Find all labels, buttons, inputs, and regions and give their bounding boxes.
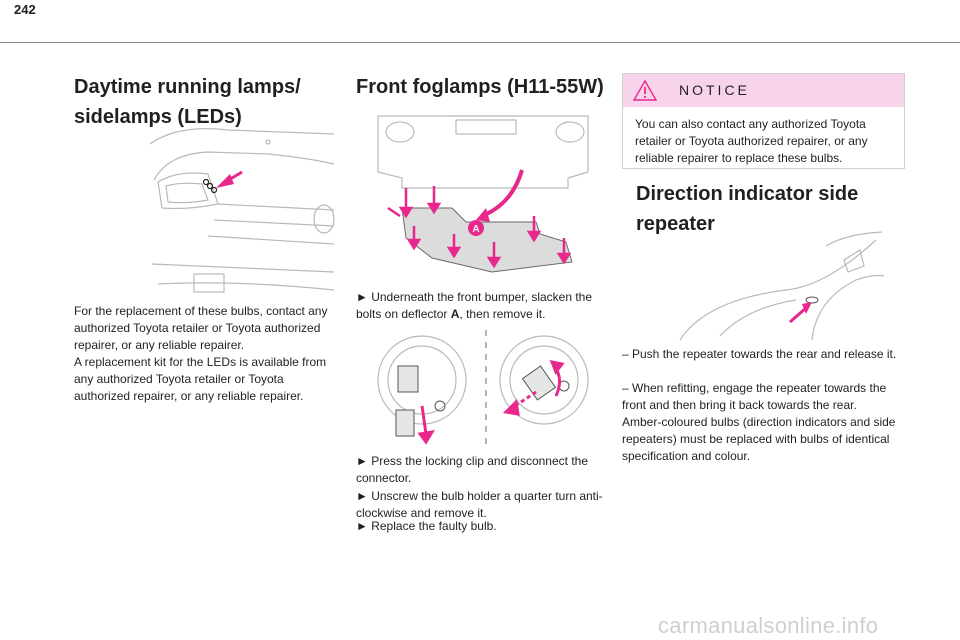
section-heading-drl: Daytime running lamps/ sidelamps (LEDs) <box>74 72 334 132</box>
header-divider <box>0 42 960 43</box>
warning-triangle-icon <box>633 80 657 101</box>
step1-text: ► Underneath the front bumper, slacken t… <box>356 290 593 321</box>
headlamp-illustration <box>149 128 335 293</box>
callout-label-a: A <box>472 224 479 235</box>
side-repeater-illustration <box>679 231 885 341</box>
bumper-illustration: A <box>377 115 589 273</box>
heading-line-2: sidelamps (LEDs) <box>74 106 242 128</box>
repeater-note: Amber-coloured bulbs (direction indicato… <box>622 415 896 463</box>
notice-header: NOTICE <box>623 74 904 107</box>
drl-paragraph-1: For the replacement of these bulbs, cont… <box>74 304 328 352</box>
deflector-label: A <box>450 307 460 321</box>
notice-text: You can also contact any authorized Toyo… <box>635 117 868 165</box>
foglamp-step-2: ► Press the locking clip and disconnect … <box>356 454 589 485</box>
notice-title: NOTICE <box>679 82 750 98</box>
section-heading-repeater: Direction indicator side repeater <box>636 179 916 239</box>
foglamp-step-1: ► Underneath the front bumper, slacken t… <box>356 289 618 323</box>
section-heading-foglamps: Front foglamps (H11-55W) <box>356 76 604 98</box>
heading-line-2: repeater <box>636 213 715 235</box>
heading-line-1: Direction indicator side <box>636 183 859 205</box>
footer-watermark: carmanualsonline.info <box>658 613 879 638</box>
drl-paragraph-2: A replacement kit for the LEDs is availa… <box>74 355 327 403</box>
foglamp-connector-illustration <box>377 330 589 446</box>
page-number: 242 <box>14 2 36 17</box>
heading-line-1: Daytime running lamps/ <box>74 76 301 98</box>
step1-suffix: , then remove it. <box>459 307 546 321</box>
repeater-step-1: – Push the repeater towards the rear and… <box>622 347 897 361</box>
notice-box: NOTICE You can also contact any authoriz… <box>622 73 905 169</box>
foglamp-step-4: ► Replace the faulty bulb. <box>356 519 497 533</box>
foglamp-step-3: ► Unscrew the bulb holder a quarter turn… <box>356 489 603 520</box>
repeater-step-2: – When refitting, engage the repeater to… <box>622 381 887 412</box>
